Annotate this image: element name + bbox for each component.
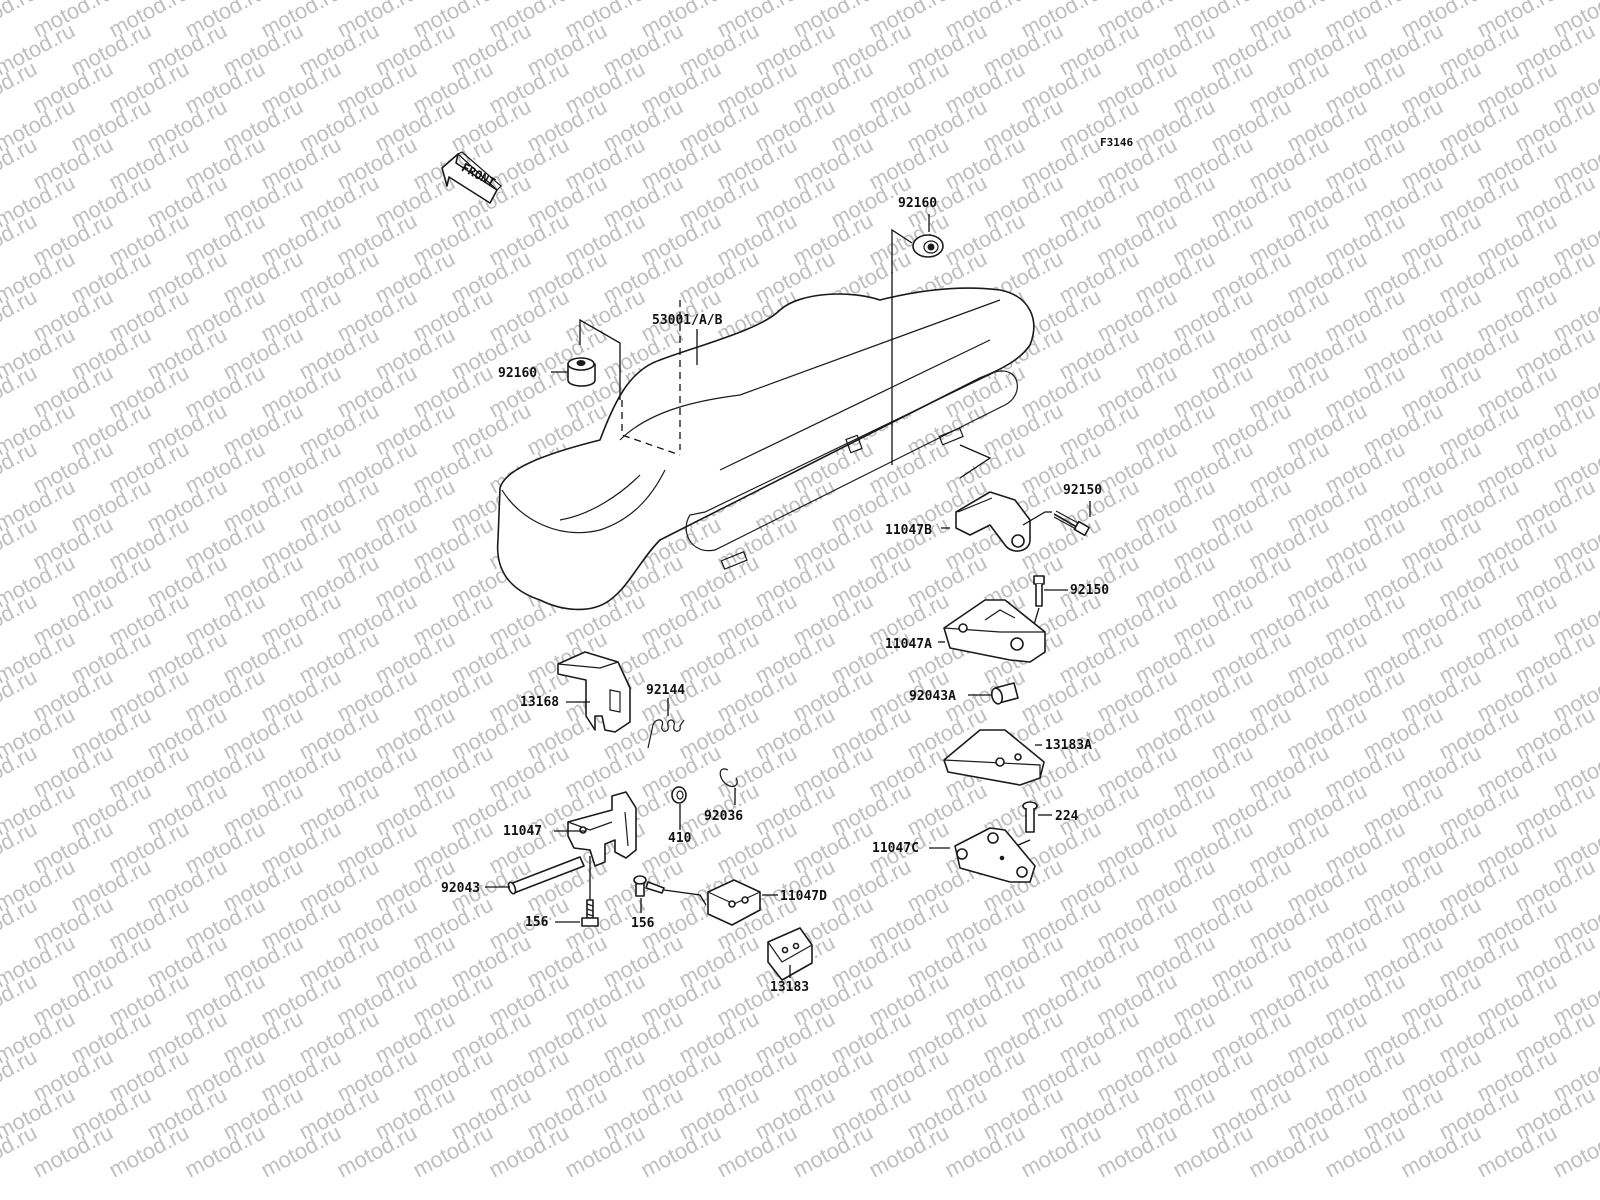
spring-92144 <box>647 719 685 749</box>
callout-13168: 13168 <box>520 695 559 710</box>
figure-code: F3146 <box>1100 136 1133 149</box>
callout-11047C: 11047C <box>872 841 919 856</box>
callout-410: 410 <box>668 831 692 846</box>
callout-92160-left: 92160 <box>498 366 537 381</box>
front-arrow: FRONT <box>441 151 502 204</box>
callout-224: 224 <box>1055 809 1079 824</box>
bracket-11047A <box>943 599 1046 663</box>
callout-92043A: 92043A <box>909 689 956 704</box>
callout-11047: 11047 <box>503 824 542 839</box>
bracket-11047D <box>707 879 761 926</box>
washer-410 <box>671 786 687 804</box>
plate-13183A <box>943 729 1045 786</box>
callout-11047B: 11047B <box>885 523 932 538</box>
pad-13183 <box>767 927 813 981</box>
callout-92036: 92036 <box>704 809 743 824</box>
pin-92043 <box>507 856 585 895</box>
bracket-11047 <box>567 791 637 867</box>
bracket-11047B <box>955 491 1031 552</box>
bolt-156-left <box>581 899 599 927</box>
callout-156-right: 156 <box>631 916 655 931</box>
bolt-92150-top <box>1053 510 1090 537</box>
hidden-line-left <box>621 400 681 456</box>
latch-13168 <box>557 651 631 733</box>
callout-11047D: 11047D <box>780 889 827 904</box>
callout-92160-top: 92160 <box>898 196 937 211</box>
callout-92043: 92043 <box>441 881 480 896</box>
callout-156-left: 156 <box>525 915 549 930</box>
bolt-92150-mid <box>1033 575 1045 607</box>
screw-224 <box>1022 801 1038 833</box>
collar-92043A <box>990 682 1019 705</box>
callout-53001: 53001/A/B <box>652 313 723 328</box>
bolt-156-right <box>633 875 665 897</box>
callout-13183: 13183 <box>770 980 809 995</box>
grommet-92160-left <box>567 357 596 387</box>
circlip-92036 <box>719 768 738 788</box>
grommet-92160-top <box>912 234 944 258</box>
plate-11047C <box>954 827 1036 883</box>
callout-92150-top: 92150 <box>1063 483 1102 498</box>
chain-case-cover <box>496 287 1035 611</box>
callout-92144: 92144 <box>646 683 685 698</box>
callout-13183A: 13183A <box>1045 738 1092 753</box>
callout-11047A: 11047A <box>885 637 932 652</box>
callout-92150-mid: 92150 <box>1070 583 1109 598</box>
